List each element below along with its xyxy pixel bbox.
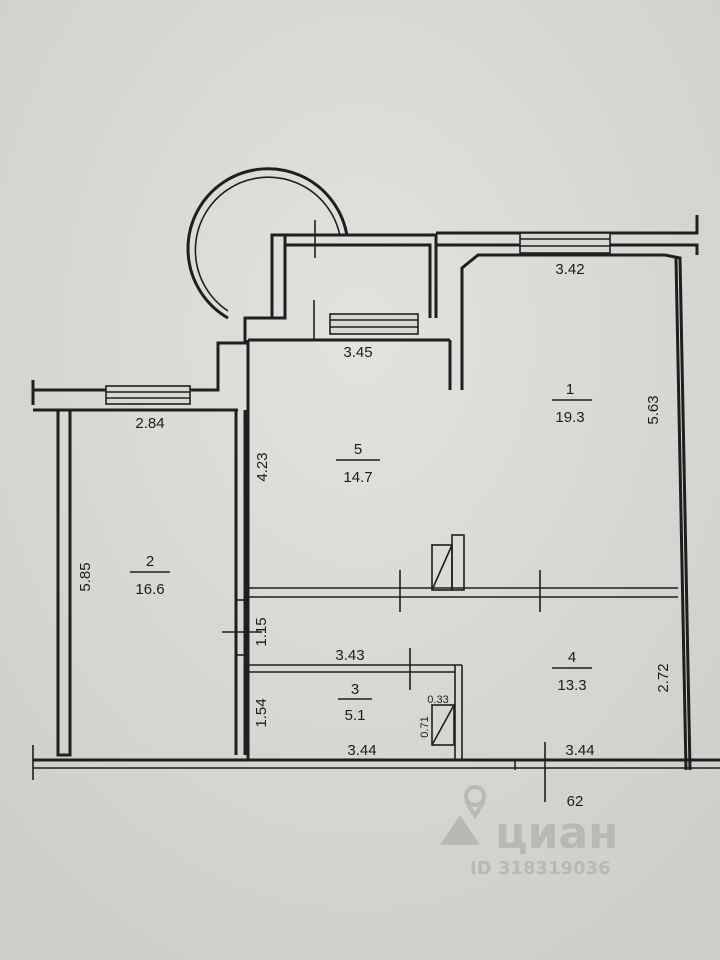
- room-2-number: 2: [146, 553, 154, 570]
- room-4-area: 13.3: [557, 677, 586, 694]
- room-2-label: 2 16.6: [130, 553, 170, 598]
- room-3-label: 3 5.1: [338, 681, 372, 724]
- dim-2-84: 2.84: [135, 415, 164, 432]
- dim-3-42: 3.42: [555, 261, 584, 278]
- watermark: циан ID 318319036: [440, 785, 619, 879]
- dim-62: 62: [567, 793, 584, 810]
- room-2-area: 16.6: [135, 581, 164, 598]
- dimension-ticks: [222, 220, 546, 802]
- room-4-label: 4 13.3: [552, 649, 592, 694]
- dim-1-15: 1.15: [253, 617, 270, 646]
- room-4-number: 4: [568, 649, 576, 666]
- room-3-number: 3: [351, 681, 359, 698]
- room-1-area: 19.3: [555, 409, 584, 426]
- watermark-id: ID 318319036: [470, 858, 611, 879]
- walls: [31, 215, 720, 780]
- dim-1-54: 1.54: [253, 698, 270, 727]
- dim-3-44-right: 3.44: [565, 742, 594, 759]
- dim-5-63: 5.63: [645, 395, 662, 424]
- dimension-labels: 3.42 3.45 2.84 5.63 4.23 5.85 1.15 3.43 …: [77, 261, 672, 810]
- room-5-area: 14.7: [343, 469, 372, 486]
- dim-2-72: 2.72: [655, 663, 672, 692]
- dim-3-45: 3.45: [343, 344, 372, 361]
- location-pin-icon: [440, 785, 486, 845]
- dim-3-43: 3.43: [335, 647, 364, 664]
- room-1-label: 1 19.3: [552, 381, 592, 426]
- dim-3-44-left: 3.44: [347, 742, 376, 759]
- room-1-number: 1: [566, 381, 574, 398]
- dim-4-23: 4.23: [254, 452, 271, 481]
- balcony-arc: [186, 167, 349, 320]
- dim-0-71: 0.71: [419, 716, 431, 737]
- room-5-label: 5 14.7: [336, 441, 380, 486]
- windows: [105, 232, 611, 405]
- watermark-brand: циан: [495, 808, 619, 859]
- dim-0-33: 0.33: [427, 694, 448, 706]
- room-5-number: 5: [354, 441, 362, 458]
- dim-5-85: 5.85: [77, 562, 94, 591]
- room-3-area: 5.1: [345, 707, 366, 724]
